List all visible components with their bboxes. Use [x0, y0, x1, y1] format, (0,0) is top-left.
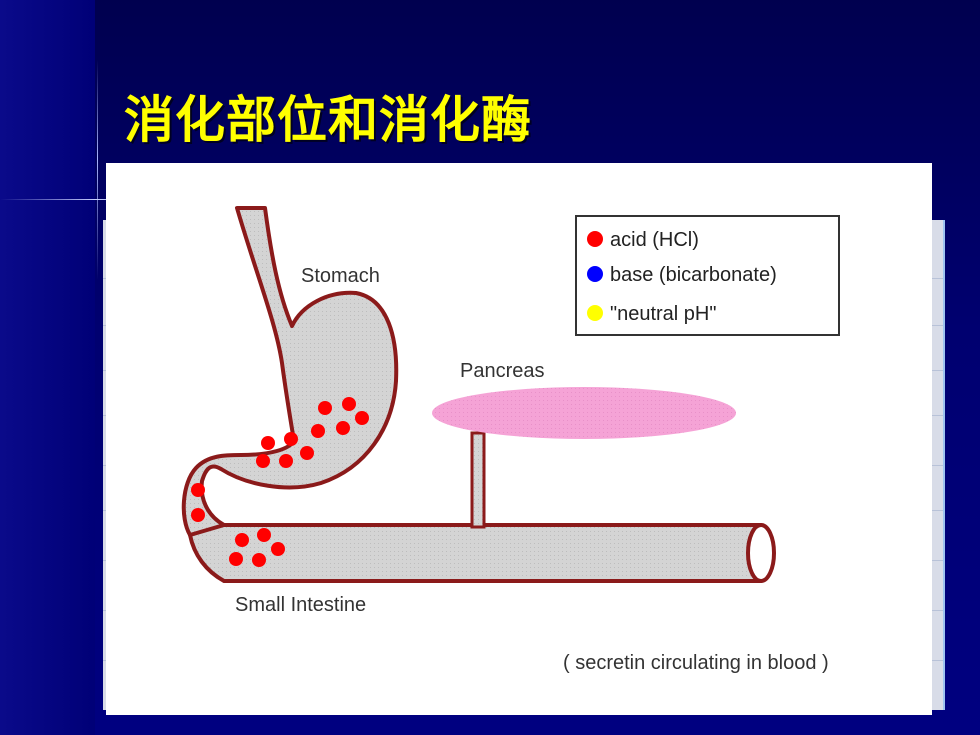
stomach-label: Stomach: [301, 265, 380, 287]
stomach-acid-dots: [256, 397, 369, 468]
acid-dot: [261, 436, 275, 450]
acid-dot: [229, 552, 243, 566]
acid-dot: [235, 533, 249, 547]
legend-swatch-neutral: [587, 305, 603, 321]
intestine-acid-dots: [191, 483, 285, 567]
small-intestine-label: Small Intestine: [235, 594, 366, 616]
left-band: [0, 0, 95, 735]
acid-dot: [271, 542, 285, 556]
acid-dot: [342, 397, 356, 411]
digestion-diagram: Stomach Pancreas Small Intestine acid (H…: [106, 163, 932, 715]
legend-label-neutral: "neutral pH": [610, 303, 716, 325]
pancreatic-duct: [470, 431, 486, 529]
intestine-opening: [746, 523, 776, 583]
legend-label-base: base (bicarbonate): [610, 264, 777, 286]
legend: acid (HCl) base (bicarbonate) "neutral p…: [575, 215, 840, 336]
acid-dot: [191, 483, 205, 497]
pancreas-shape: [432, 387, 736, 439]
acid-dot: [191, 508, 205, 522]
acid-dot: [336, 421, 350, 435]
acid-dot: [311, 424, 325, 438]
secretin-caption: ( secretin circulating in blood ): [563, 652, 829, 674]
acid-dot: [279, 454, 293, 468]
slide-title: 消化部位和消化酶: [124, 90, 532, 149]
legend-swatch-acid: [587, 231, 603, 247]
stomach-shape: [181, 206, 399, 537]
diagram-svg: Stomach Pancreas Small Intestine acid (H…: [181, 206, 840, 674]
acid-dot: [284, 432, 298, 446]
legend-box: [575, 215, 840, 336]
acid-dot: [355, 411, 369, 425]
decorative-vertical-line: [97, 60, 98, 280]
legend-label-acid: acid (HCl): [610, 229, 699, 251]
acid-dot: [256, 454, 270, 468]
acid-dot: [252, 553, 266, 567]
acid-dot: [318, 401, 332, 415]
legend-swatch-base: [587, 266, 603, 282]
pancreas-label: Pancreas: [460, 360, 545, 382]
acid-dot: [257, 528, 271, 542]
acid-dot: [300, 446, 314, 460]
